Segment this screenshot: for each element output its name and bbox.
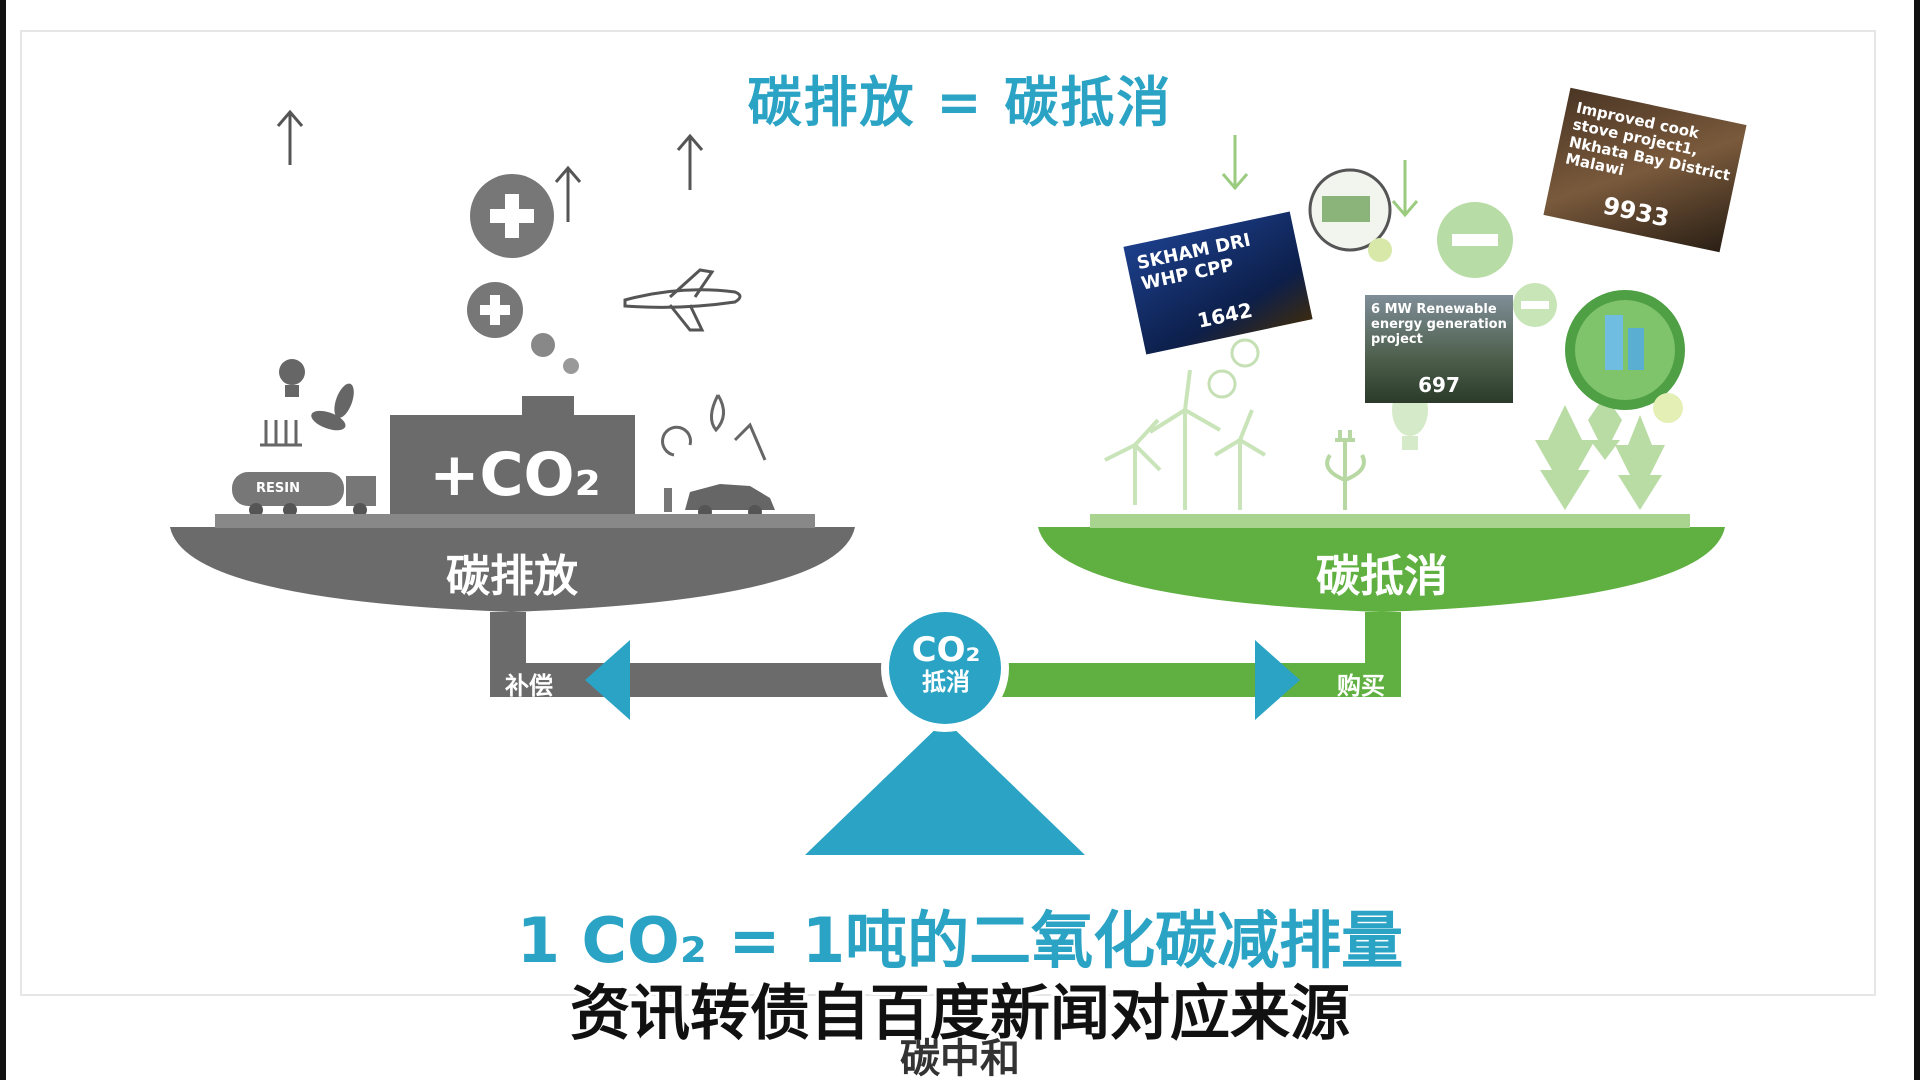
fulcrum <box>805 720 1085 855</box>
up-arrows <box>276 109 704 222</box>
page-title: 碳排放 = 碳抵消 <box>747 71 1173 134</box>
down-arrows <box>1221 135 1419 218</box>
trees-icon <box>1535 395 1665 510</box>
left-beam <box>490 663 890 697</box>
wind-turbines <box>1104 369 1267 510</box>
truck-badge-icon <box>1308 168 1392 262</box>
offset-pan-label: 碳抵消 <box>1316 551 1448 602</box>
co2-badge-line2: 抵消 <box>922 668 970 697</box>
left-pan <box>170 527 855 612</box>
compensate-label: 补偿 <box>505 672 553 700</box>
truck-icon <box>232 472 376 517</box>
emission-pan-label: 碳排放 <box>446 551 578 602</box>
recycle-fire-icons <box>661 394 767 461</box>
plus-bubbles <box>467 174 579 374</box>
right-pan <box>1038 527 1725 612</box>
project-card-renewable: 6 MW Renewable energy generation project… <box>1365 295 1513 403</box>
right-frame-edge <box>1914 0 1920 1080</box>
right-beam <box>1000 663 1400 697</box>
co2-badge-line1: CO₂ <box>911 630 981 670</box>
radiator-icon <box>260 420 302 447</box>
left-frame-edge <box>0 0 6 1080</box>
fan-icon <box>311 383 354 431</box>
equation-text: 1 CO₂ = 1吨的二氧化碳减排量 <box>516 904 1404 977</box>
co2-circle <box>889 612 1001 724</box>
left-arrow <box>585 640 630 720</box>
bulb-icon <box>279 359 305 397</box>
project-card-renewable-value: 697 <box>1418 373 1460 397</box>
video-subtitle: 资讯转债自百度新闻对应来源 <box>570 979 1350 1049</box>
co2-offset-badge: CO₂ 抵消 <box>888 630 1004 697</box>
airplane-icon <box>623 268 742 332</box>
project-card-renewable-text: 6 MW Renewable energy generation project <box>1371 302 1507 347</box>
minus-circles <box>1437 202 1557 327</box>
co2-box <box>390 415 635 515</box>
bottom-partial-text: 碳中和 <box>900 1036 1020 1082</box>
green-city-badge-icon <box>1565 290 1685 423</box>
co2-box-label: +CO₂ <box>429 440 601 510</box>
plant-plug-icon <box>1325 430 1366 510</box>
car-icon <box>664 484 775 519</box>
right-arrow <box>1255 640 1300 720</box>
dollar-icons <box>1207 338 1260 399</box>
purchase-label: 购买 <box>1337 672 1385 700</box>
truck-label: RESIN <box>256 481 300 496</box>
